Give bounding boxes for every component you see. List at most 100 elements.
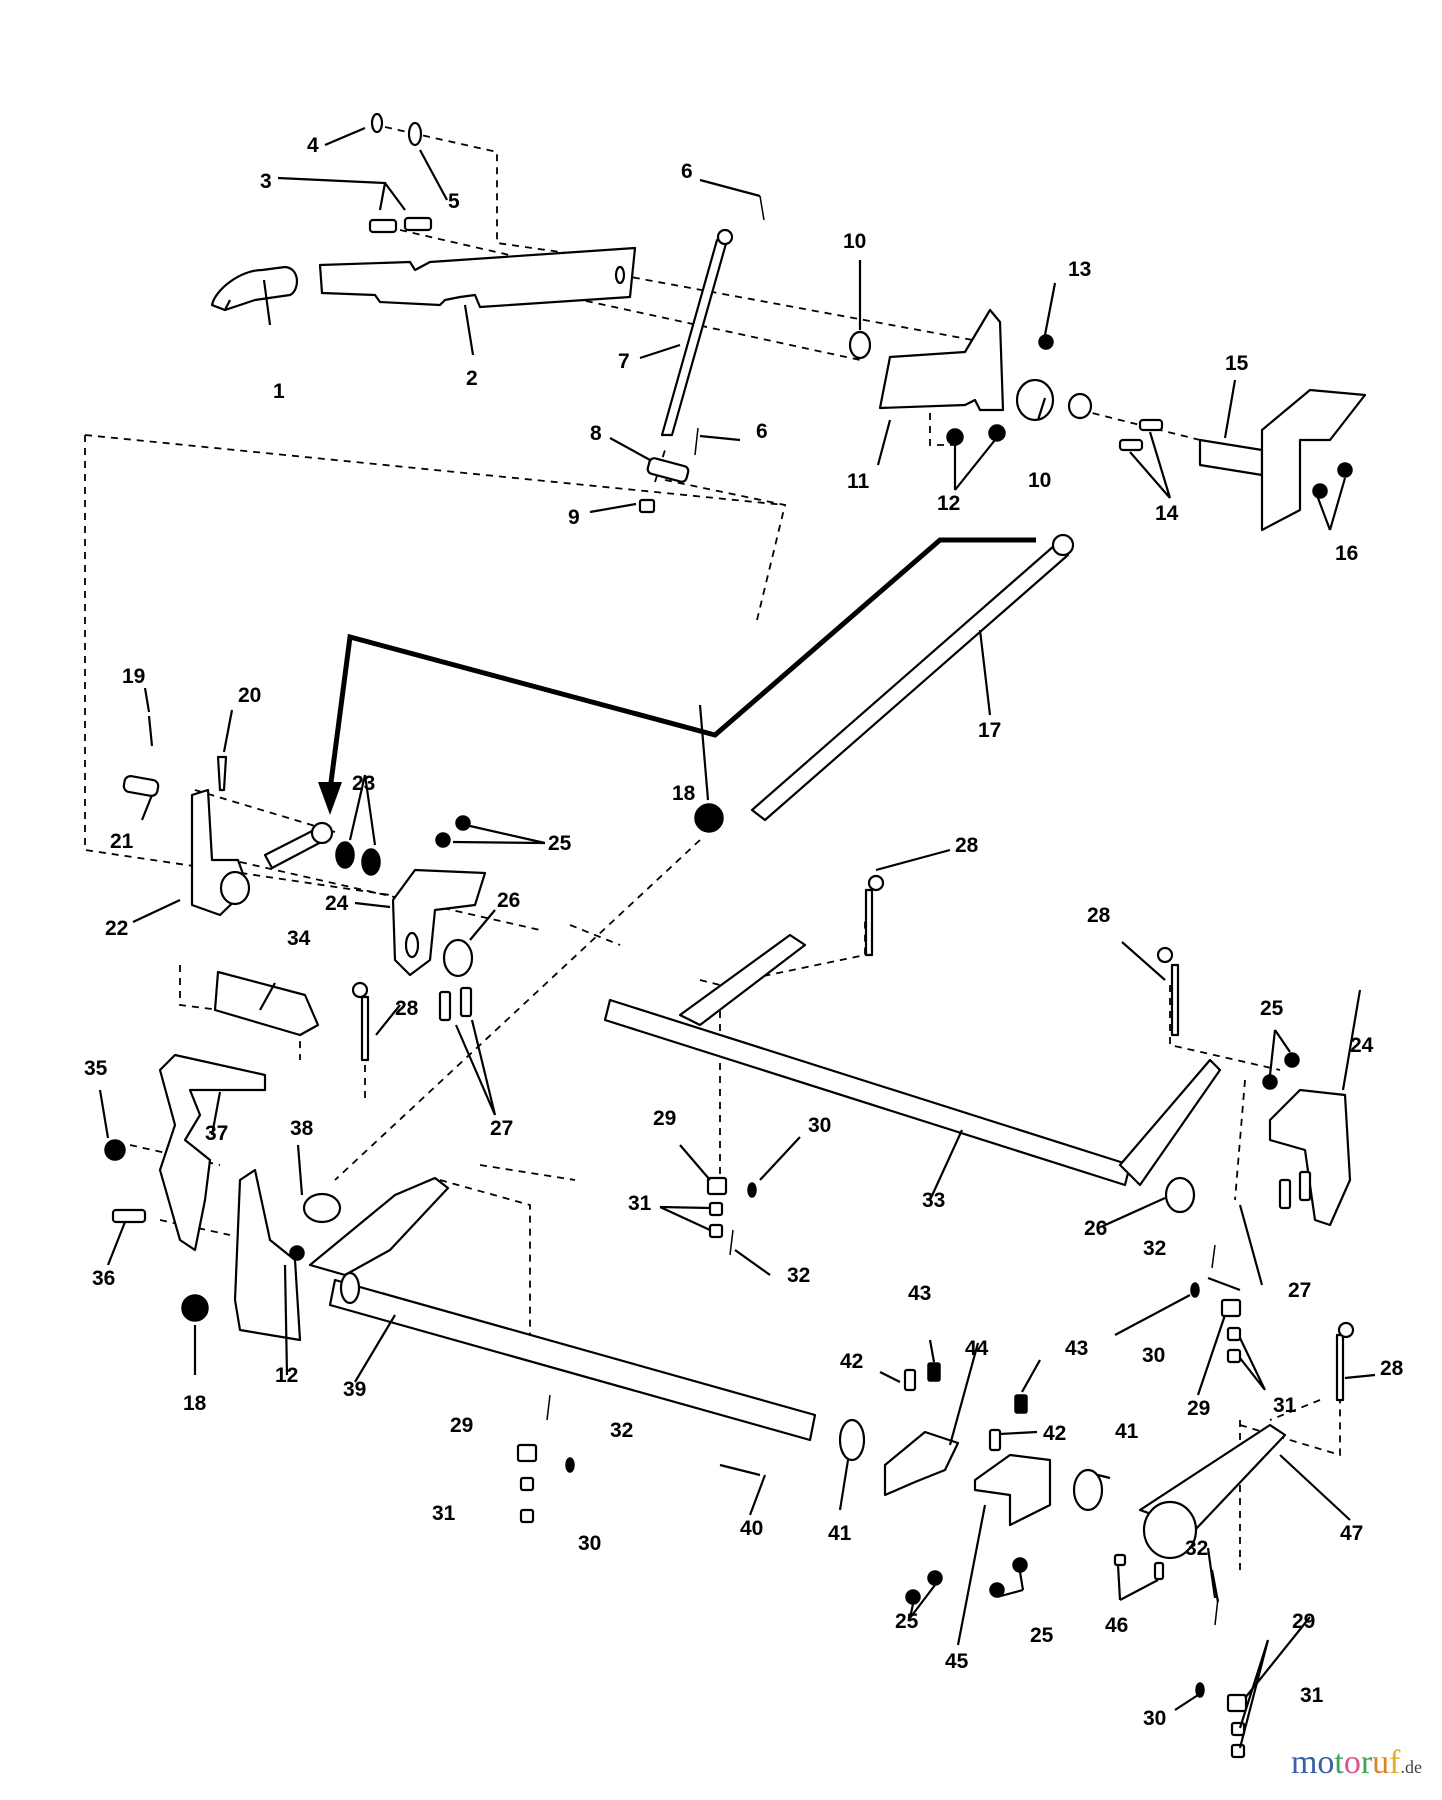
part-19-pin[interactable] (147, 715, 154, 747)
part-3-bolts[interactable] (368, 216, 433, 234)
callout-27a: 27 (490, 1117, 513, 1140)
callout-10b: 10 (1028, 469, 1051, 492)
watermark-letter: t (1334, 1744, 1344, 1781)
part-14-bolts[interactable] (1118, 418, 1164, 452)
part-33-rock-shaft[interactable] (603, 933, 1222, 1187)
callout-29c: 29 (450, 1414, 473, 1437)
part-23-rod-end[interactable] (263, 821, 334, 870)
part-6-cotter-pin-upper[interactable] (759, 195, 765, 221)
callout-27b: 27 (1288, 1279, 1311, 1302)
part-40-key[interactable] (719, 1463, 761, 1477)
callout-3: 3 (260, 170, 272, 193)
part-24-bracket-right[interactable] (1268, 1088, 1352, 1227)
part-11-bracket[interactable] (878, 308, 1055, 422)
part-4-washer[interactable] (370, 112, 384, 134)
leader-lines (98, 126, 1376, 1749)
part-39-rock-shaft[interactable] (308, 1176, 817, 1442)
callout-28a: 28 (395, 997, 419, 1020)
part-41-bushing-right[interactable] (1072, 1468, 1104, 1512)
callout-47: 47 (1340, 1522, 1363, 1545)
part-27-bolts-right[interactable] (1278, 1170, 1312, 1210)
part-47-lift-arm[interactable] (1138, 1423, 1287, 1560)
part-32-cotter-pins[interactable] (546, 1229, 1219, 1626)
callout-34: 34 (287, 927, 311, 950)
part-9-nut[interactable] (638, 498, 656, 514)
callout-16: 16 (1335, 542, 1358, 565)
part-25-nuts-upper[interactable] (435, 815, 471, 848)
part-6-cotter-pin-lower[interactable] (694, 427, 699, 456)
part-21-clevis-pin[interactable] (122, 775, 160, 797)
callout-6b: 6 (756, 420, 768, 443)
part-29-trunnions[interactable] (516, 1176, 1248, 1713)
part-lift-arm-bracket[interactable] (233, 1168, 302, 1342)
part-8-pin[interactable] (646, 457, 690, 483)
part-17-lift-rod[interactable] (750, 533, 1075, 822)
callout-18b: 18 (183, 1392, 207, 1415)
part-41-bushing-left[interactable] (838, 1418, 866, 1462)
callout-labels: 1 2 3 4 5 6 6 7 8 9 10 10 11 12 13 14 15… (84, 134, 1404, 1730)
callout-41a: 41 (828, 1522, 852, 1545)
part-45-bracket[interactable] (973, 1453, 1052, 1527)
watermark-letter: m (1290, 1744, 1318, 1781)
part-13-nut[interactable] (1038, 334, 1054, 350)
part-25-nuts-right[interactable] (1262, 1052, 1300, 1090)
callout-25a: 25 (548, 832, 572, 855)
part-23-washers[interactable] (335, 841, 381, 876)
part-28-pin-right[interactable] (1156, 946, 1180, 1037)
callout-22: 22 (105, 917, 128, 940)
part-44-bracket[interactable] (883, 1430, 960, 1497)
part-7-rod[interactable] (660, 228, 734, 437)
part-15-pedal-shaft[interactable] (1198, 388, 1367, 532)
watermark-letter: u (1372, 1744, 1390, 1781)
part-24-bracket-left[interactable] (391, 868, 487, 977)
part-28-pin-left[interactable] (351, 981, 370, 1062)
part-34-pedal-pad[interactable] (213, 970, 320, 1037)
callout-35: 35 (84, 1057, 108, 1080)
callout-43a: 43 (908, 1282, 931, 1305)
callout-36: 36 (92, 1267, 115, 1290)
part-42-bolts[interactable] (903, 1368, 1002, 1452)
part-20-pin[interactable] (216, 755, 228, 792)
watermark-letter: o (1343, 1744, 1361, 1781)
part-10-bushing-upper[interactable] (848, 330, 872, 360)
part-1-handle-grip[interactable] (210, 265, 298, 312)
callout-24b: 24 (1350, 1034, 1374, 1057)
callout-28c: 28 (1087, 904, 1111, 927)
part-27-bolts-left[interactable] (438, 986, 473, 1022)
part-31-nuts[interactable] (519, 1201, 1246, 1759)
callout-9: 9 (568, 506, 580, 529)
callout-12a: 12 (937, 492, 960, 515)
callout-41b: 41 (1115, 1420, 1139, 1443)
callout-15: 15 (1225, 352, 1249, 375)
part-28-pin-far-right[interactable] (1335, 1321, 1355, 1402)
part-18-nut-upper[interactable] (694, 803, 724, 833)
part-26-bushing-left[interactable] (442, 938, 474, 978)
part-2-lift-lever[interactable] (318, 246, 637, 309)
part-28-pin-middle[interactable] (864, 874, 885, 957)
part-12-nut-lower[interactable] (289, 1245, 305, 1261)
part-25-nuts-lower[interactable] (905, 1557, 1028, 1605)
part-43-bolts[interactable] (927, 1362, 1028, 1414)
part-10-bushing-lower[interactable] (1067, 392, 1093, 420)
part-37-pedal-arm[interactable] (158, 1053, 267, 1252)
part-46-screws[interactable] (1113, 1553, 1165, 1581)
part-22-arm[interactable] (190, 788, 251, 917)
part-12-nuts-upper[interactable] (946, 424, 1006, 446)
part-26-bushing-right[interactable] (1164, 1176, 1196, 1214)
callout-30b: 30 (1142, 1344, 1165, 1367)
callout-1: 1 (273, 380, 285, 403)
part-18-nut-lower[interactable] (181, 1294, 209, 1322)
callout-17: 17 (978, 719, 1001, 742)
callout-23: 23 (352, 772, 375, 795)
callout-14: 14 (1155, 502, 1179, 525)
callout-44: 44 (965, 1337, 989, 1360)
callout-10a: 10 (843, 230, 866, 253)
callout-31b: 31 (1273, 1394, 1297, 1417)
part-5-washer[interactable] (407, 121, 423, 147)
callout-26b: 26 (1084, 1217, 1107, 1240)
part-35-nut[interactable] (104, 1139, 126, 1161)
part-36-bolt[interactable] (111, 1208, 147, 1224)
part-16-nuts[interactable] (1312, 462, 1353, 499)
part-38-pin[interactable] (302, 1192, 342, 1224)
part-30-springs[interactable] (565, 1182, 1205, 1698)
